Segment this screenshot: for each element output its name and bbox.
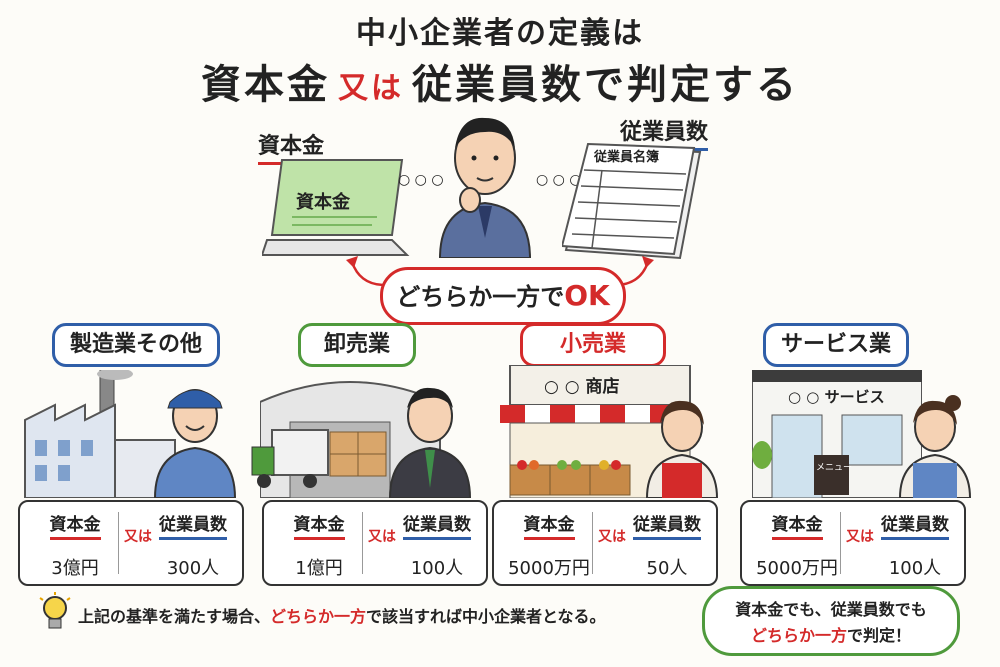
stylist-icon [895, 395, 975, 499]
divider [592, 512, 593, 574]
thought-dots-right: ○ ○ ○ [536, 172, 582, 188]
callout-line2-end: で判定！ [847, 626, 912, 645]
capital-value: 5000万円 [756, 558, 838, 579]
worker-icon [150, 378, 240, 499]
roster-icon [560, 140, 702, 262]
laptop-icon [260, 155, 412, 265]
title-or: 又は [338, 71, 404, 106]
or-label: 又は [846, 529, 874, 545]
shop-icon [500, 364, 700, 499]
thought-dots-left: ○ ○ ○ [398, 172, 444, 188]
capital-value: 1億円 [295, 558, 343, 579]
employees-value: 100人 [888, 558, 942, 579]
category-wholesale: 卸売業 [298, 323, 416, 367]
callout-line1: 資本金でも、従業員数でも [735, 600, 927, 619]
callout-highlight: どちらか一方 [750, 626, 847, 645]
or-label: 又は [124, 529, 152, 545]
footer-note: 上記の基準を満たす場合、どちらか一方で該当すれば中小企業者となる。 [78, 603, 606, 627]
lightbulb-icon [38, 592, 72, 632]
employees-key: 従業員数 [881, 510, 949, 540]
service-sign: ○ ○ サービス [788, 388, 885, 406]
criteria-card-service: 資本金 5000万円 又は 従業員数 100人 [740, 500, 966, 586]
divider [840, 512, 841, 574]
footer-part2: で該当すれば中小企業者となる。 [366, 607, 606, 626]
capital-key: 資本金 [293, 510, 345, 540]
title-line-1: 中小企業者の定義は [356, 16, 644, 51]
menu-board: メニュー [816, 463, 853, 473]
truck-icon [250, 425, 330, 495]
category-manufacturing: 製造業その他 [52, 323, 220, 367]
title-employees: 従業員数で判定する [412, 62, 799, 108]
capital-key: 資本金 [523, 510, 575, 540]
category-service: サービス業 [763, 323, 909, 367]
roster-title: 従業員名簿 [594, 150, 660, 165]
title-line-2: 資本金又は従業員数で判定する [0, 52, 1000, 110]
divider [118, 512, 119, 574]
capital-key: 資本金 [49, 510, 101, 540]
laptop-text: 資本金 [296, 192, 350, 213]
divider [362, 512, 363, 574]
employees-value: 300人 [166, 558, 220, 579]
either-ok-bubble: どちらか一方でOK [380, 267, 626, 325]
footer-highlight: どちらか一方 [270, 607, 367, 626]
capital-value: 3億円 [51, 558, 99, 579]
employees-key: 従業員数 [159, 510, 227, 540]
ok-text: OK [564, 279, 610, 312]
capital-key: 資本金 [771, 510, 823, 540]
or-label: 又は [598, 529, 626, 545]
employees-value: 100人 [410, 558, 464, 579]
employees-key: 従業員数 [633, 510, 701, 540]
footer-part1: 上記の基準を満たす場合、 [78, 607, 271, 626]
title-capital: 資本金 [201, 62, 330, 108]
criteria-card-wholesale: 資本金 1億円 又は 従業員数 100人 [262, 500, 488, 586]
thinking-person-icon [430, 108, 540, 259]
category-retail: 小売業 [520, 323, 666, 367]
businessman-icon [385, 378, 475, 499]
criteria-card-manufacturing: 資本金 3億円 又は 従業員数 300人 [18, 500, 244, 586]
criteria-card-retail: 資本金 5000万円 又は 従業員数 50人 [492, 500, 718, 586]
retail-sign: ○ ○ 商店 [544, 377, 620, 397]
employees-value: 50人 [646, 558, 688, 579]
employees-key: 従業員数 [403, 510, 471, 540]
capital-value: 5000万円 [508, 558, 590, 579]
or-label: 又は [368, 529, 396, 545]
either-text: どちらか一方で [396, 283, 565, 311]
callout-box: 資本金でも、従業員数でも どちらか一方で判定！ [702, 586, 960, 656]
service-shop-icon [751, 369, 923, 499]
shopkeeper-icon [642, 395, 722, 499]
